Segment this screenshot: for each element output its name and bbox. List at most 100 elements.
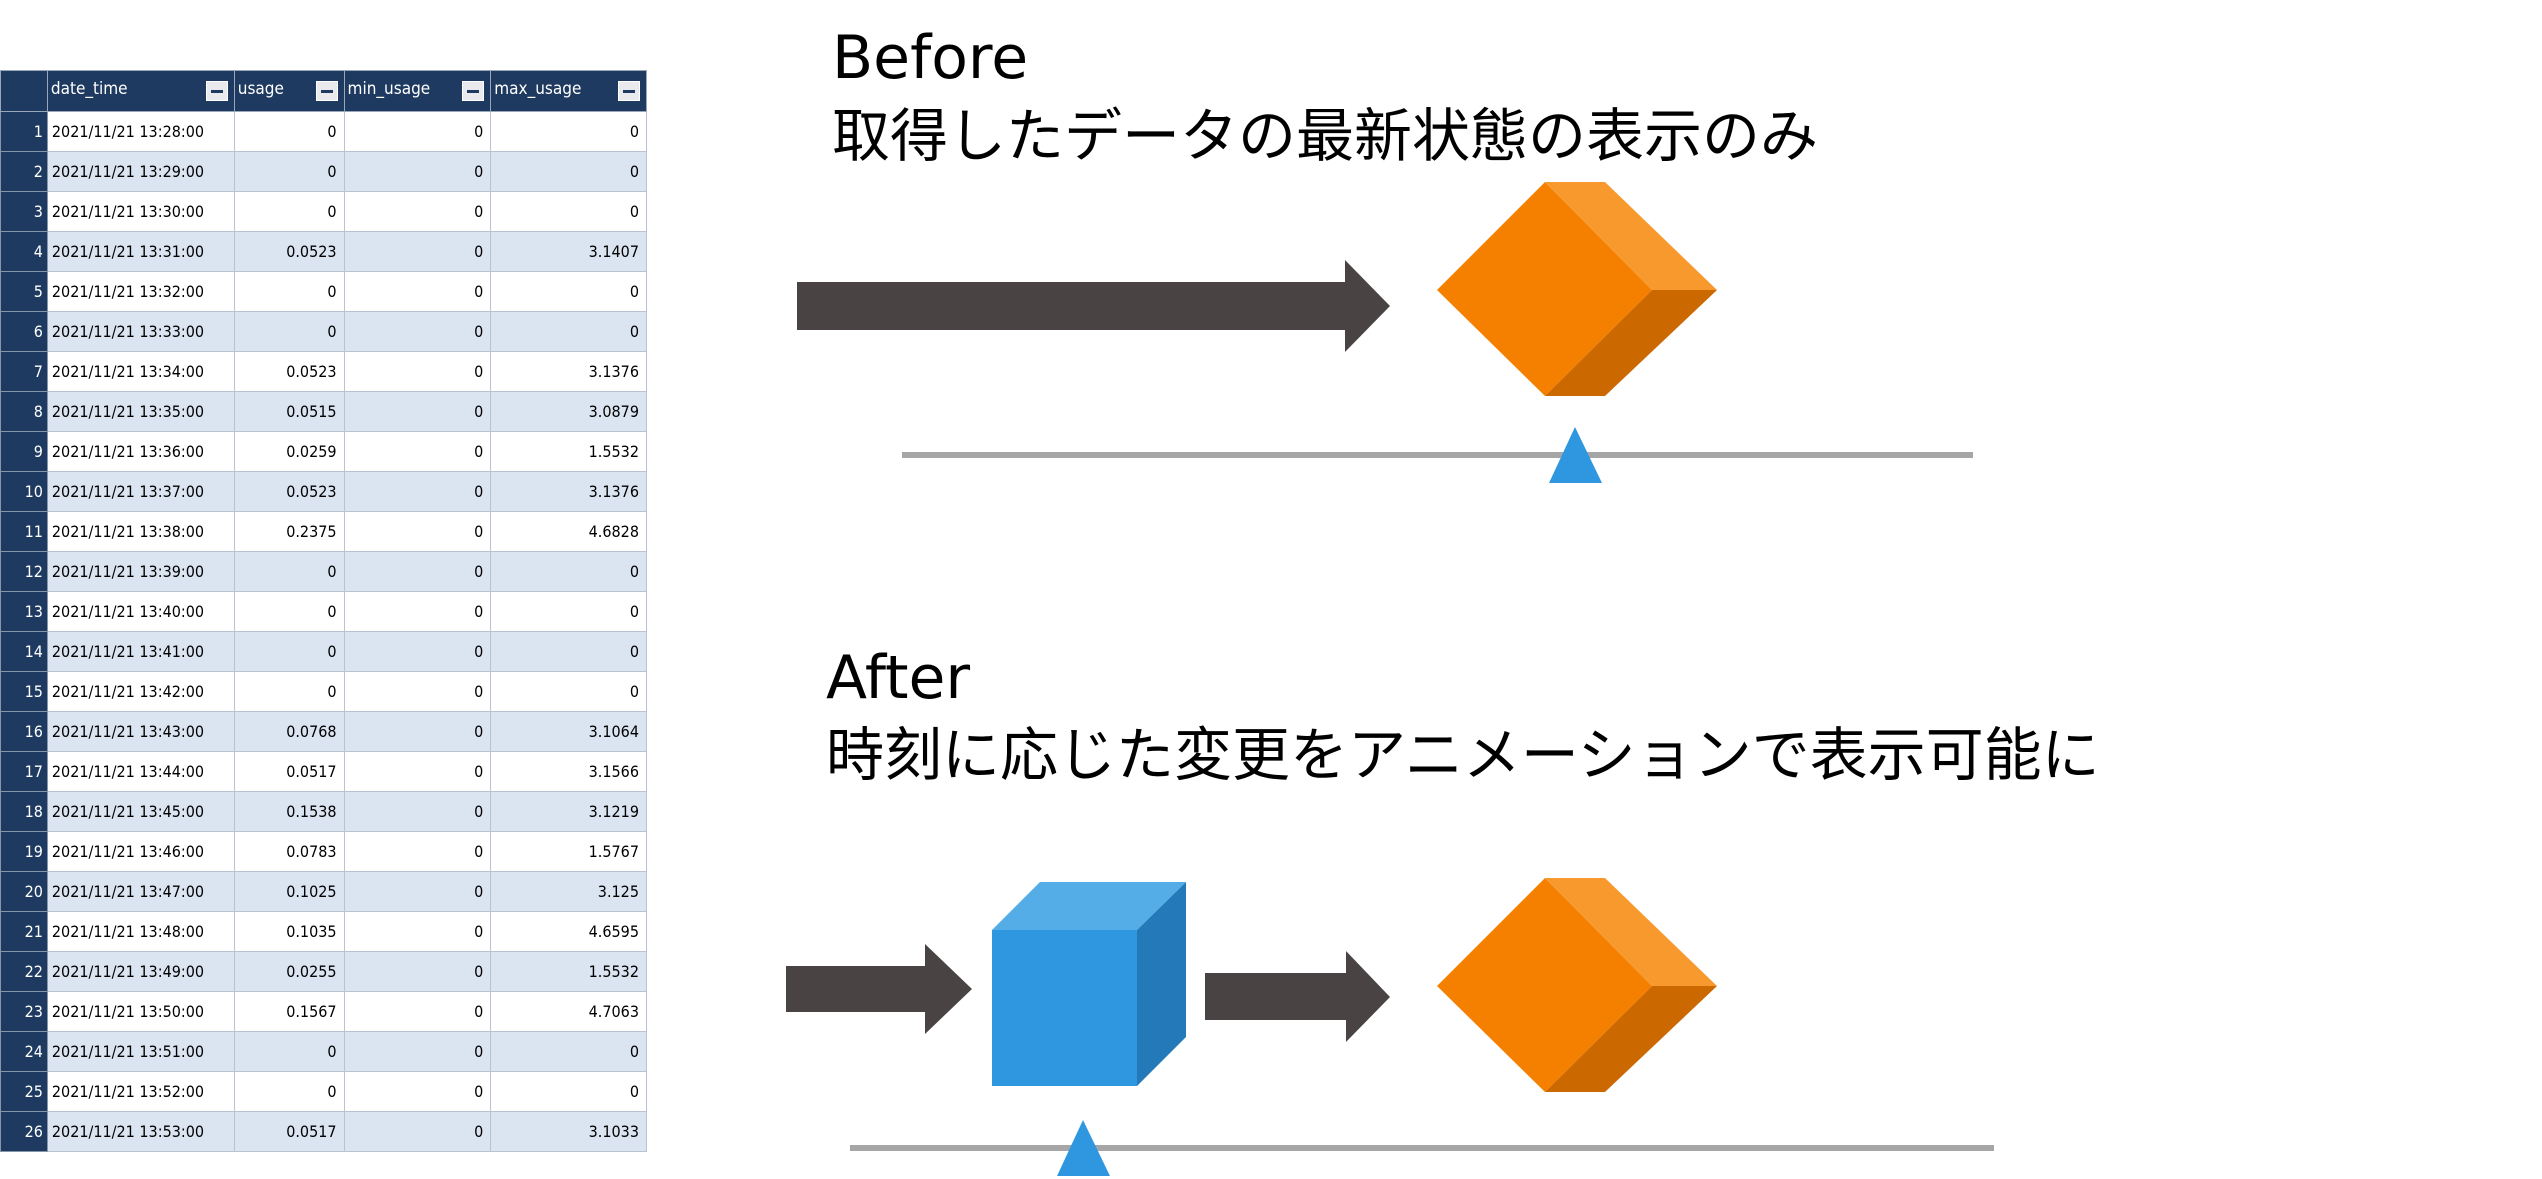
max-usage-cell[interactable]: 0 — [490, 151, 647, 192]
min-usage-cell[interactable]: 0 — [343, 671, 492, 712]
filter-dropdown-icon[interactable] — [462, 81, 485, 101]
date-time-cell[interactable]: 2021/11/21 13:48:00 — [46, 911, 235, 952]
date-time-cell[interactable]: 2021/11/21 13:45:00 — [46, 791, 235, 832]
date-time-cell[interactable]: 2021/11/21 13:44:00 — [46, 751, 235, 792]
min-usage-cell[interactable]: 0 — [343, 191, 492, 232]
max-usage-cell[interactable]: 1.5532 — [490, 951, 647, 992]
min-usage-cell[interactable]: 0 — [343, 791, 492, 832]
max-usage-cell[interactable]: 0 — [490, 1031, 647, 1072]
min-usage-cell[interactable]: 0 — [343, 311, 492, 352]
date-time-cell[interactable]: 2021/11/21 13:33:00 — [46, 311, 235, 352]
usage-cell[interactable]: 0.1567 — [233, 991, 345, 1032]
column-header-min-usage[interactable]: min_usage — [343, 70, 492, 112]
date-time-cell[interactable]: 2021/11/21 13:36:00 — [46, 431, 235, 472]
usage-cell[interactable]: 0.0517 — [233, 751, 345, 792]
date-time-cell[interactable]: 2021/11/21 13:38:00 — [46, 511, 235, 552]
min-usage-cell[interactable]: 0 — [343, 1111, 492, 1152]
date-time-cell[interactable]: 2021/11/21 13:51:00 — [46, 1031, 235, 1072]
min-usage-cell[interactable]: 0 — [343, 871, 492, 912]
max-usage-cell[interactable]: 0 — [490, 551, 647, 592]
max-usage-cell[interactable]: 3.1219 — [490, 791, 647, 832]
date-time-cell[interactable]: 2021/11/21 13:34:00 — [46, 351, 235, 392]
usage-cell[interactable]: 0.2375 — [233, 511, 345, 552]
date-time-cell[interactable]: 2021/11/21 13:32:00 — [46, 271, 235, 312]
usage-cell[interactable]: 0 — [233, 591, 345, 632]
min-usage-cell[interactable]: 0 — [343, 351, 492, 392]
date-time-cell[interactable]: 2021/11/21 13:43:00 — [46, 711, 235, 752]
usage-cell[interactable]: 0 — [233, 1071, 345, 1112]
max-usage-cell[interactable]: 3.0879 — [490, 391, 647, 432]
max-usage-cell[interactable]: 0 — [490, 631, 647, 672]
date-time-cell[interactable]: 2021/11/21 13:30:00 — [46, 191, 235, 232]
usage-cell[interactable]: 0 — [233, 111, 345, 152]
usage-cell[interactable]: 0 — [233, 151, 345, 192]
date-time-cell[interactable]: 2021/11/21 13:41:00 — [46, 631, 235, 672]
max-usage-cell[interactable]: 4.6595 — [490, 911, 647, 952]
min-usage-cell[interactable]: 0 — [343, 471, 492, 512]
usage-cell[interactable]: 0.0515 — [233, 391, 345, 432]
min-usage-cell[interactable]: 0 — [343, 391, 492, 432]
usage-cell[interactable]: 0 — [233, 631, 345, 672]
max-usage-cell[interactable]: 0 — [490, 1071, 647, 1112]
min-usage-cell[interactable]: 0 — [343, 111, 492, 152]
max-usage-cell[interactable]: 0 — [490, 111, 647, 152]
max-usage-cell[interactable]: 0 — [490, 671, 647, 712]
min-usage-cell[interactable]: 0 — [343, 431, 492, 472]
usage-cell[interactable]: 0.0259 — [233, 431, 345, 472]
usage-cell[interactable]: 0.0255 — [233, 951, 345, 992]
date-time-cell[interactable]: 2021/11/21 13:37:00 — [46, 471, 235, 512]
usage-cell[interactable]: 0.1538 — [233, 791, 345, 832]
usage-cell[interactable]: 0 — [233, 271, 345, 312]
max-usage-cell[interactable]: 1.5532 — [490, 431, 647, 472]
min-usage-cell[interactable]: 0 — [343, 751, 492, 792]
max-usage-cell[interactable]: 1.5767 — [490, 831, 647, 872]
usage-cell[interactable]: 0.0523 — [233, 351, 345, 392]
min-usage-cell[interactable]: 0 — [343, 551, 492, 592]
column-header-usage[interactable]: usage — [233, 70, 345, 112]
min-usage-cell[interactable]: 0 — [343, 991, 492, 1032]
usage-cell[interactable]: 0.0517 — [233, 1111, 345, 1152]
date-time-cell[interactable]: 2021/11/21 13:42:00 — [46, 671, 235, 712]
date-time-cell[interactable]: 2021/11/21 13:35:00 — [46, 391, 235, 432]
usage-cell[interactable]: 0 — [233, 1031, 345, 1072]
min-usage-cell[interactable]: 0 — [343, 1031, 492, 1072]
min-usage-cell[interactable]: 0 — [343, 951, 492, 992]
usage-cell[interactable]: 0.1025 — [233, 871, 345, 912]
date-time-cell[interactable]: 2021/11/21 13:46:00 — [46, 831, 235, 872]
usage-cell[interactable]: 0.0523 — [233, 471, 345, 512]
usage-cell[interactable]: 0.0768 — [233, 711, 345, 752]
column-header-date-time[interactable]: date_time — [46, 70, 235, 112]
max-usage-cell[interactable]: 0 — [490, 311, 647, 352]
date-time-cell[interactable]: 2021/11/21 13:53:00 — [46, 1111, 235, 1152]
filter-dropdown-icon[interactable] — [315, 81, 338, 101]
min-usage-cell[interactable]: 0 — [343, 151, 492, 192]
usage-cell[interactable]: 0 — [233, 191, 345, 232]
usage-cell[interactable]: 0.1035 — [233, 911, 345, 952]
max-usage-cell[interactable]: 0 — [490, 591, 647, 632]
date-time-cell[interactable]: 2021/11/21 13:52:00 — [46, 1071, 235, 1112]
max-usage-cell[interactable]: 0 — [490, 191, 647, 232]
max-usage-cell[interactable]: 3.1376 — [490, 471, 647, 512]
usage-cell[interactable]: 0.0523 — [233, 231, 345, 272]
min-usage-cell[interactable]: 0 — [343, 591, 492, 632]
min-usage-cell[interactable]: 0 — [343, 711, 492, 752]
max-usage-cell[interactable]: 3.1407 — [490, 231, 647, 272]
max-usage-cell[interactable]: 3.125 — [490, 871, 647, 912]
min-usage-cell[interactable]: 0 — [343, 831, 492, 872]
max-usage-cell[interactable]: 3.1064 — [490, 711, 647, 752]
min-usage-cell[interactable]: 0 — [343, 511, 492, 552]
usage-cell[interactable]: 0 — [233, 671, 345, 712]
usage-cell[interactable]: 0 — [233, 311, 345, 352]
max-usage-cell[interactable]: 3.1033 — [490, 1111, 647, 1152]
max-usage-cell[interactable]: 3.1376 — [490, 351, 647, 392]
max-usage-cell[interactable]: 4.7063 — [490, 991, 647, 1032]
max-usage-cell[interactable]: 3.1566 — [490, 751, 647, 792]
column-header-max-usage[interactable]: max_usage — [490, 70, 647, 112]
date-time-cell[interactable]: 2021/11/21 13:39:00 — [46, 551, 235, 592]
max-usage-cell[interactable]: 4.6828 — [490, 511, 647, 552]
min-usage-cell[interactable]: 0 — [343, 631, 492, 672]
filter-dropdown-icon[interactable] — [205, 81, 228, 101]
date-time-cell[interactable]: 2021/11/21 13:31:00 — [46, 231, 235, 272]
date-time-cell[interactable]: 2021/11/21 13:29:00 — [46, 151, 235, 192]
filter-dropdown-icon[interactable] — [618, 81, 640, 101]
